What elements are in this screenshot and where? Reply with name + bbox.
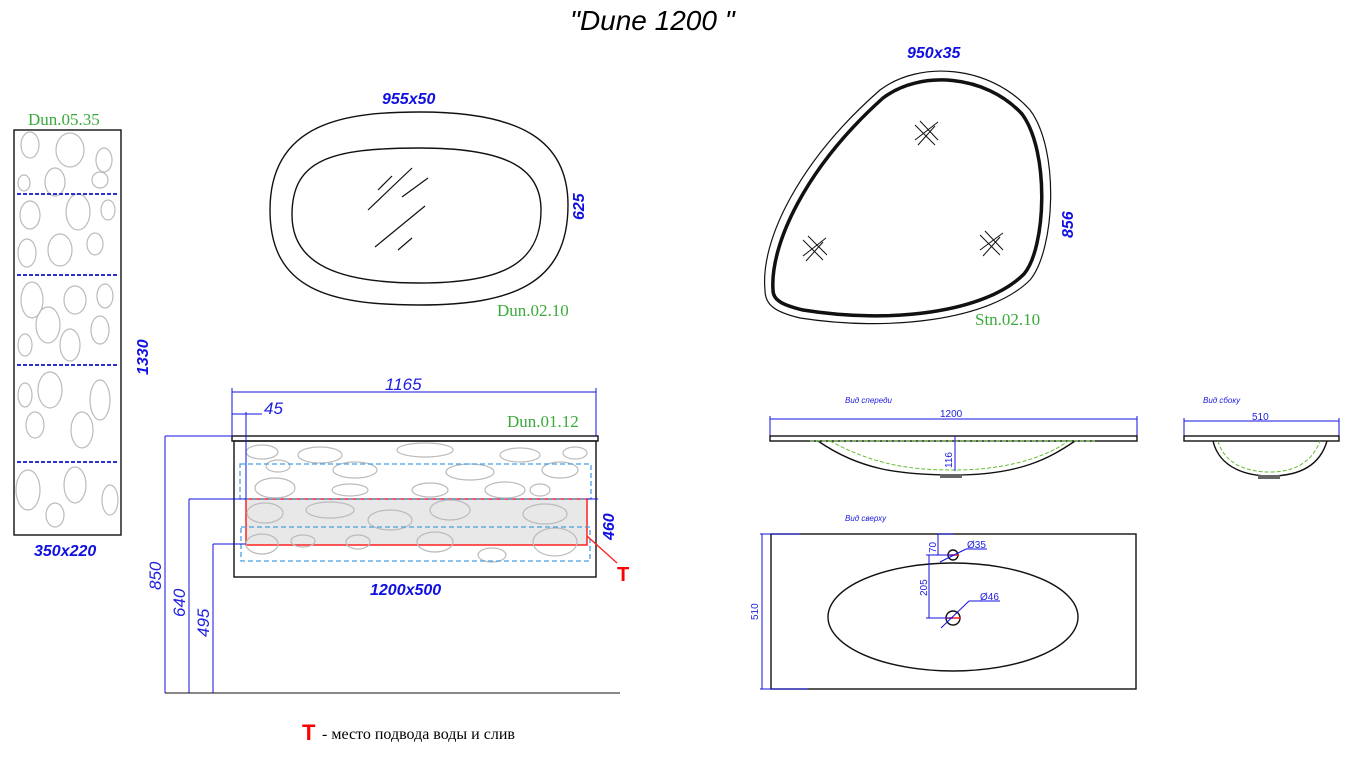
legend: T - место подвода воды и слив: [302, 720, 515, 745]
tall-cabinet-height: 1330: [135, 339, 152, 375]
tall-cabinet-code: Dun.05.35: [28, 110, 100, 129]
tap-offset: 70: [928, 541, 939, 553]
vanity-size: 1200x500: [370, 582, 441, 599]
drawing-title: "Dune 1200 ": [570, 5, 736, 36]
oval-mirror: 955x50 625 Dun.02.10: [269, 91, 588, 320]
vanity-depth: 460: [601, 513, 618, 541]
drain-offset: 205: [919, 579, 930, 596]
triangle-mirror-height: 856: [1060, 211, 1077, 238]
triangle-mirror-code: Stn.02.10: [975, 310, 1040, 329]
tap-diameter: Ø35: [967, 540, 986, 551]
vanity-height-495: 495: [194, 608, 213, 637]
oval-mirror-code: Dun.02.10: [497, 301, 569, 320]
front-width: 1200: [940, 409, 963, 420]
vanity-height-640: 640: [170, 588, 189, 617]
triangle-mirror-size: 950x35: [907, 45, 961, 62]
vanity-offset: 45: [264, 399, 283, 418]
vanity-cabinet: 1165 45 Dun.01.12 460 1200x500 850 640 4…: [146, 375, 629, 694]
oval-mirror-height: 625: [571, 192, 588, 220]
top-depth: 510: [750, 603, 761, 620]
pebble-pattern: [15, 131, 119, 528]
vanity-height-850: 850: [146, 561, 165, 590]
tall-cabinet-size: 350x220: [34, 543, 96, 560]
oval-mirror-size: 955x50: [382, 91, 435, 108]
front-depth: 116: [944, 452, 955, 468]
water-supply-marker: T: [617, 564, 629, 586]
legend-text: - место подвода воды и слив: [322, 726, 515, 743]
basin-front-view: Вид спереди 1200 116: [769, 396, 1138, 478]
basin-top-view: Вид сверху 510 70 205 Ø35 Ø46: [750, 514, 1137, 690]
vanity-width: 1165: [385, 375, 422, 394]
drain-diameter: Ø46: [980, 592, 999, 603]
side-view-label: Вид сбоку: [1203, 396, 1241, 405]
top-view-label: Вид сверху: [845, 514, 887, 523]
basin-side-view: Вид сбоку 510: [1183, 396, 1340, 479]
side-width: 510: [1252, 412, 1269, 423]
legend-marker: T: [302, 720, 316, 745]
front-view-label: Вид спереди: [845, 396, 893, 405]
vanity-code: Dun.01.12: [507, 412, 579, 431]
tall-cabinet: Dun.05.35 350x220 1330: [13, 110, 152, 560]
triangle-mirror: 950x35 856 Stn.02.10: [763, 45, 1077, 329]
